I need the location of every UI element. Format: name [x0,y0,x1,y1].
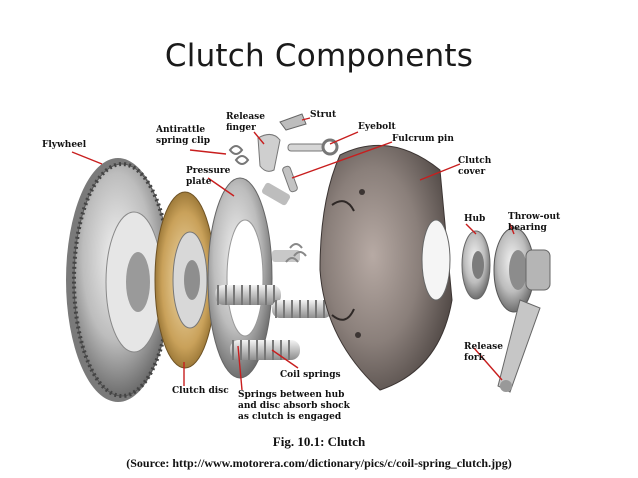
antirattle-clip-part [228,145,307,263]
label-clutch-cover-line1: Clutch [458,156,492,166]
hub-part [461,230,491,300]
figure-caption: Fig. 10.1: Clutch [272,434,366,449]
label-fulcrum-pin: Fulcrum pin [392,134,454,144]
label-throwout-line2: bearing [508,223,547,233]
label-springs-note-line2: and disc absorb shock [238,401,350,411]
label-clutch-cover-line2: cover [458,167,486,177]
clutch-illustration [66,113,551,402]
pressure-plate-part [207,177,300,379]
label-release-finger-line1: Release [226,112,265,122]
label-coil-springs: Coil springs [280,370,341,380]
label-release-finger-line2: finger [226,123,256,133]
label-eyebolt: Eyebolt [358,122,396,132]
label-clutch-disc: Clutch disc [172,386,229,396]
label-release-fork-line2: fork [464,353,485,363]
label-pressure-plate-line2: plate [186,177,212,187]
coil-springs-part [215,285,332,360]
label-strut: Strut [310,110,337,120]
label-release-fork-line1: Release [464,342,503,352]
label-pressure-plate-line1: Pressure [186,166,231,176]
throwout-bearing-part [493,227,551,313]
slide-title: Clutch Components [164,38,474,74]
label-springs-note-line1: Springs between hub [238,390,345,400]
label-hub: Hub [464,214,486,224]
leader-lines [71,117,515,391]
source-citation: (Source: http://www.motorera.com/diction… [126,456,512,470]
label-throwout-line1: Throw-out [508,212,561,222]
clutch-disc-part [154,191,216,369]
strut-part [279,113,307,131]
clutch-exploded-diagram: Flywheel Antirattle spring clip Release … [40,100,600,430]
fulcrum-pin-part [282,165,298,193]
label-antirattle-line1: Antirattle [156,125,206,135]
flywheel-part [66,158,172,402]
label-flywheel: Flywheel [42,140,87,150]
label-antirattle-line2: spring clip [156,136,211,146]
release-fork-part [497,299,541,393]
clutch-cover-part [319,144,453,391]
eyebolt-part [287,138,339,156]
label-springs-note-line3: as clutch is engaged [238,412,342,422]
